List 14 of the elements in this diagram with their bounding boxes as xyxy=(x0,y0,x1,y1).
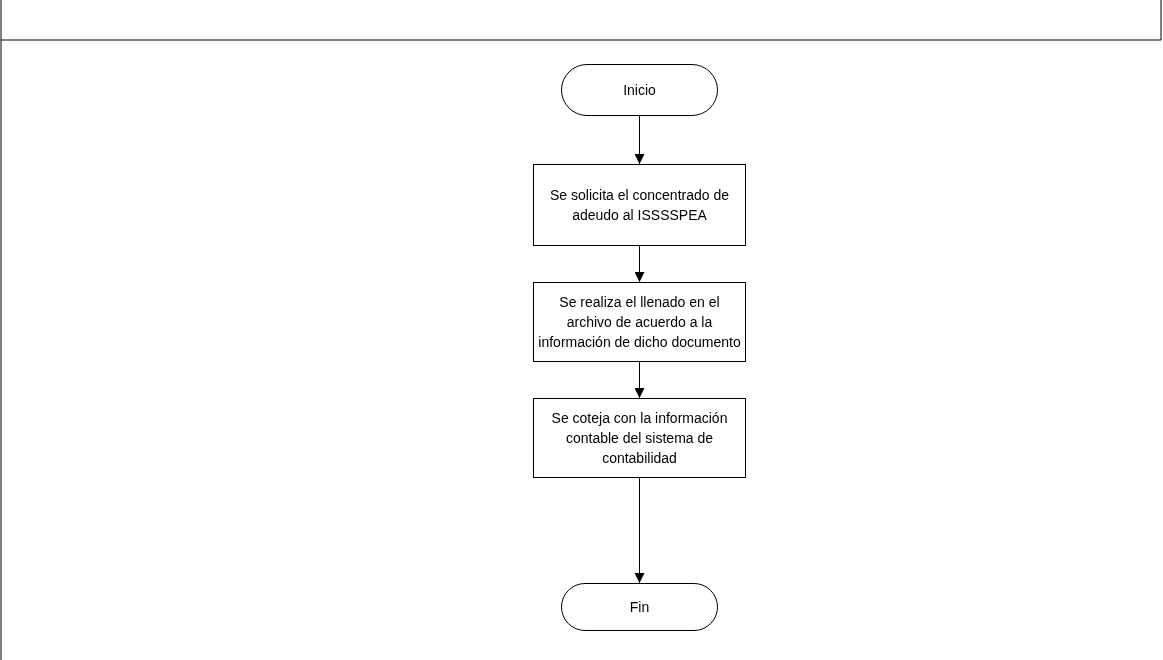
node-text: Se realiza el llenado en el archivo de acuerdo a la información de dicho documento xyxy=(538,293,741,352)
terminal-shape xyxy=(561,583,718,631)
arrow xyxy=(634,477,645,584)
terminal-shape xyxy=(561,64,718,116)
node-text: Se solicita el concentrado de adeudo al ISSSSPEA xyxy=(549,186,730,225)
node-text: Se coteja con la información contable del sistema de contabilidad xyxy=(550,409,729,468)
process-box xyxy=(533,282,746,362)
process-box xyxy=(533,164,746,246)
node-text: Fin xyxy=(629,598,650,617)
arrow xyxy=(634,361,645,399)
arrow xyxy=(634,115,645,165)
arrow xyxy=(634,245,645,283)
node-text: Inicio xyxy=(623,81,656,100)
process-box xyxy=(533,398,746,478)
